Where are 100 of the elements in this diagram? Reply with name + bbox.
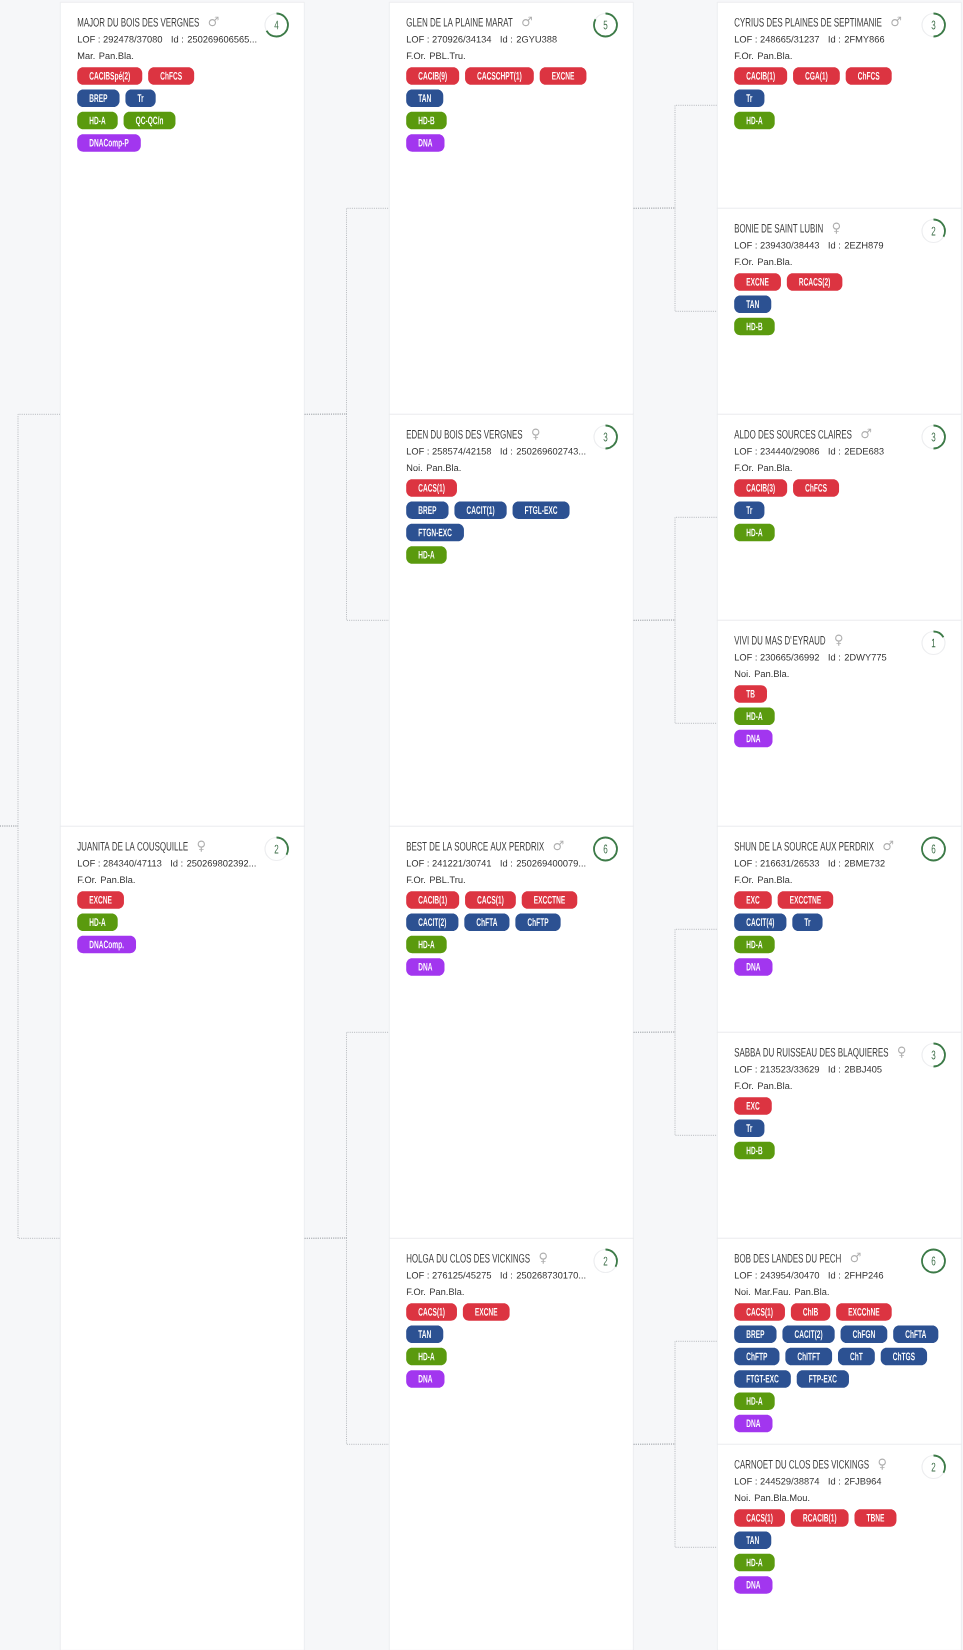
dna-badge: DNA xyxy=(406,1370,445,1388)
coat-description: F.Or. Pan.Bla. xyxy=(734,464,792,472)
registration-number: LOF : 276125/45275 xyxy=(406,1271,492,1279)
coat-description: F.Or. Pan.Bla. xyxy=(734,1082,792,1090)
award-badge: CACS(1) xyxy=(734,1509,785,1527)
award-badge: RCACS(2) xyxy=(786,273,843,291)
sex-symbol: ♂ xyxy=(891,16,902,27)
id-number: Id : 250269802392... xyxy=(171,859,256,867)
title-badge: FTP-EXC xyxy=(796,1370,849,1388)
score-ring: 3 xyxy=(921,1042,946,1068)
sex-symbol: ♀ xyxy=(878,1458,886,1470)
score-ring: 6 xyxy=(593,836,618,862)
dog-name: MAJOR DU BOIS DES VERGNES xyxy=(77,17,199,27)
sex-symbol: ♂ xyxy=(522,16,532,27)
sex-symbol: ♀ xyxy=(835,634,843,646)
registration-number: LOF : 292478/37080 xyxy=(77,35,163,43)
coat-description: F.Or. Pan.Bla. xyxy=(734,52,792,60)
dog-name: SABBA DU RUISSEAU DES BLAQUIERES xyxy=(734,1047,889,1059)
dog-name: JUANITA DE LA COUSQUILLE xyxy=(77,841,188,853)
award-badge: CACS(1) xyxy=(406,479,457,497)
health-badge: HD-A xyxy=(406,546,447,564)
registration-number: LOF : 230665/36992 xyxy=(734,653,820,661)
id-number: Id : 2EDE683 xyxy=(828,447,884,455)
award-badge: EXCCTNE xyxy=(521,891,578,909)
coat-description: Noi. Pan.Bla. xyxy=(406,464,461,472)
dna-badge: DNA xyxy=(734,1576,773,1594)
connector-line xyxy=(633,619,718,724)
score-ring: 5 xyxy=(593,12,618,38)
award-badge: CGA(1) xyxy=(793,67,840,85)
health-badge: HD-A xyxy=(734,1392,775,1410)
award-badge: CACIB(9) xyxy=(406,67,460,85)
registration-number: LOF : 216631/26533 xyxy=(734,859,820,867)
connector-line xyxy=(304,1237,390,1445)
dog-name: HOLGA DU CLOS DES VICKINGS xyxy=(406,1253,530,1263)
coat-description: Mar. Pan.Bla. xyxy=(77,52,134,60)
dog-name: BONIE DE SAINT LUBIN xyxy=(734,223,823,233)
coat-description: Noi. Mar.Fau. Pan.Bla. xyxy=(734,1288,829,1296)
registration-number: LOF : 284340/47113 xyxy=(77,859,162,867)
title-badge: FTGT-EXC xyxy=(734,1370,791,1388)
registration-number: LOF : 243954/30470 xyxy=(734,1271,820,1279)
sex-symbol: ♂ xyxy=(850,1252,861,1263)
dog-name: ALDO DES SOURCES CLAIRES xyxy=(734,429,852,439)
sex-symbol: ♂ xyxy=(208,16,219,27)
connector-line xyxy=(633,207,718,312)
id-number: Id : 2EZH879 xyxy=(828,241,884,249)
award-badge: EXCNE xyxy=(539,67,587,85)
coat-description: F.Or. Pan.Bla. xyxy=(734,876,792,884)
registration-number: LOF : 234440/29086 xyxy=(734,447,820,455)
dna-badge: DNAComp-P xyxy=(77,134,141,152)
award-badge: EXCNE xyxy=(77,891,124,909)
dog-name: BEST DE LA SOURCE AUX PERDRIX xyxy=(406,841,544,851)
dog-name: SHUN DE LA SOURCE AUX PERDRIX xyxy=(734,841,874,851)
dog-name: CARNOET DU CLOS DES VICKINGS xyxy=(734,1459,869,1469)
id-number: Id : 250269606565... xyxy=(171,35,257,43)
id-number: Id : 250269400079... xyxy=(500,859,586,867)
award-badge: TBNE xyxy=(854,1509,897,1527)
dna-badge: DNA xyxy=(406,958,445,976)
coat-description: Noi. Pan.Bla.Mou. xyxy=(734,1494,810,1502)
award-badge: CACS(1) xyxy=(406,1303,457,1321)
award-badge: CACSCHPT(1) xyxy=(465,67,534,85)
id-number: Id : 2DWY775 xyxy=(828,653,887,661)
score-ring: 2 xyxy=(264,836,289,862)
dna-badge: DNA xyxy=(406,134,445,152)
registration-number: LOF : 241221/30741 xyxy=(406,859,492,867)
award-badge: EXCNE xyxy=(462,1303,510,1321)
dog-name: BOB DES LANDES DU PECH xyxy=(734,1253,841,1263)
score-ring: 4 xyxy=(264,12,289,38)
award-badge: CACIBSpé(2) xyxy=(77,67,143,85)
award-badge: ChIB xyxy=(790,1303,831,1321)
coat-description: F.Or. Pan.Bla. xyxy=(734,258,792,266)
score-ring: 3 xyxy=(921,12,946,38)
sex-symbol: ♂ xyxy=(861,428,872,439)
sex-symbol: ♂ xyxy=(883,840,894,851)
award-badge: ChFCS xyxy=(845,67,892,85)
registration-number: LOF : 258574/42158 xyxy=(406,447,492,455)
connector-line xyxy=(0,825,61,1239)
dog-name: CYRIUS DES PLAINES DE SEPTIMANIE xyxy=(734,17,882,27)
coat-description: F.Or. PBL.Tru. xyxy=(406,876,465,884)
award-badge: EXCNE xyxy=(734,273,781,291)
score-ring: 2 xyxy=(593,1248,618,1274)
sex-symbol: ♀ xyxy=(197,840,205,852)
coat-description: F.Or. PBL.Tru. xyxy=(406,52,465,60)
award-badge: CACS(1) xyxy=(734,1303,785,1321)
id-number: Id : 2BME732 xyxy=(828,859,885,867)
score-ring: 6 xyxy=(921,1248,946,1274)
award-badge: CACIB(3) xyxy=(734,479,788,497)
score-ring: 2 xyxy=(921,218,946,244)
award-badge: CACIB(1) xyxy=(734,67,788,85)
score-ring: 2 xyxy=(921,1454,946,1480)
award-badge: EXC xyxy=(734,891,772,909)
score-ring: 1 xyxy=(921,630,946,656)
award-badge: CACIB(1) xyxy=(406,891,460,909)
id-number: Id : 250269602743... xyxy=(500,447,586,455)
registration-number: LOF : 248665/31237 xyxy=(734,35,820,43)
registration-number: LOF : 213523/33629 xyxy=(734,1065,820,1073)
id-number: Id : 250268730170... xyxy=(500,1271,586,1279)
award-badge: EXC xyxy=(734,1097,772,1115)
score-ring: 6 xyxy=(921,836,946,862)
registration-number: LOF : 244529/38874 xyxy=(734,1477,820,1485)
dog-name: GLEN DE LA PLAINE MARAT xyxy=(406,17,513,27)
